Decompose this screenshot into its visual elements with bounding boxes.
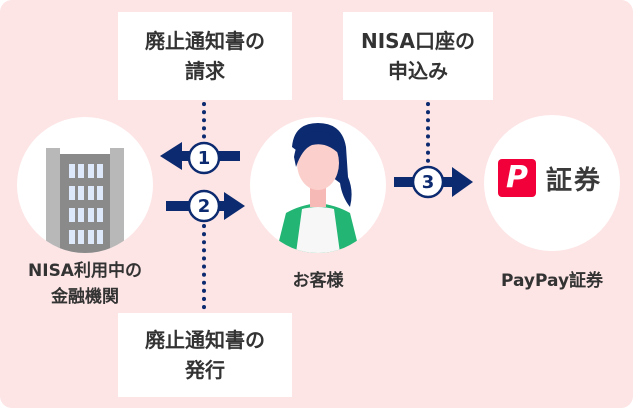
- callout-issue-line1: 廃止通知書の: [145, 328, 265, 352]
- callout-apply-line1: NISA口座の: [360, 29, 476, 53]
- institution-label-line1: NISA利用中の: [28, 261, 142, 281]
- step-3-number: 3: [422, 172, 435, 193]
- step-1-badge: [187, 141, 221, 175]
- institution-circle: [17, 117, 153, 253]
- callout-request-line1: 廃止通知書の: [145, 29, 265, 53]
- callout-request-line2: 請求: [185, 59, 225, 83]
- callout-issue: 廃止通知書の 発行: [118, 313, 292, 397]
- step-2-badge: [187, 189, 221, 223]
- broker-circle: P 証券: [484, 115, 620, 251]
- building-icon: [46, 148, 124, 253]
- logo-text: 証券: [546, 165, 603, 196]
- callout-apply-line2: 申込み: [388, 59, 448, 83]
- institution-label-line2: 金融機関: [51, 287, 119, 307]
- customer-avatar-icon: [276, 123, 360, 253]
- step-2-number: 2: [198, 196, 211, 217]
- callout-issue-line2: 発行: [185, 358, 225, 382]
- callout-apply: NISA口座の 申込み: [343, 12, 493, 100]
- customer-circle: [250, 117, 386, 253]
- broker-label: PayPay証券: [500, 271, 604, 291]
- step-3-badge: [411, 165, 445, 199]
- institution-label: NISA利用中の 金融機関: [0, 258, 170, 310]
- paypay-p-icon: P: [498, 159, 536, 197]
- callout-request: 廃止通知書の 請求: [118, 12, 292, 100]
- paypay-logo: P 証券: [498, 159, 602, 197]
- step-1-number: 1: [198, 148, 211, 169]
- customer-label: お客様: [292, 271, 344, 291]
